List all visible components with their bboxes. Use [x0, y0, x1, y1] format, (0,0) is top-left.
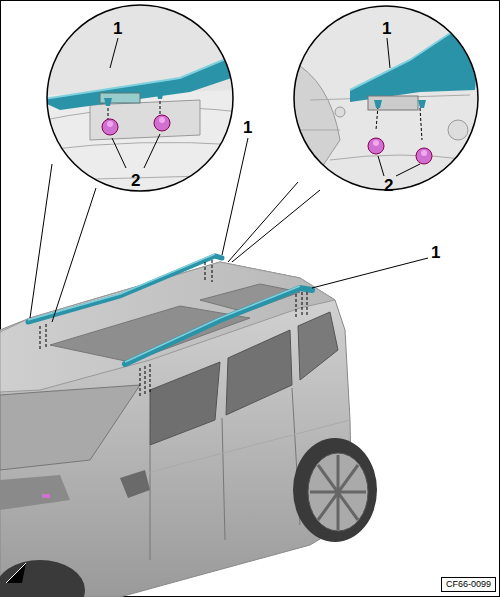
figure-code: CF66-0099	[446, 579, 491, 589]
callout-number: 1	[382, 20, 391, 37]
callout-number: 2	[131, 172, 140, 189]
callout-number: 2	[384, 177, 393, 194]
callout-number: 1	[243, 119, 252, 136]
figure-code-box: CF66-0099	[441, 577, 496, 592]
callout-number: 1	[431, 244, 440, 261]
callout-number: 1	[113, 20, 122, 37]
